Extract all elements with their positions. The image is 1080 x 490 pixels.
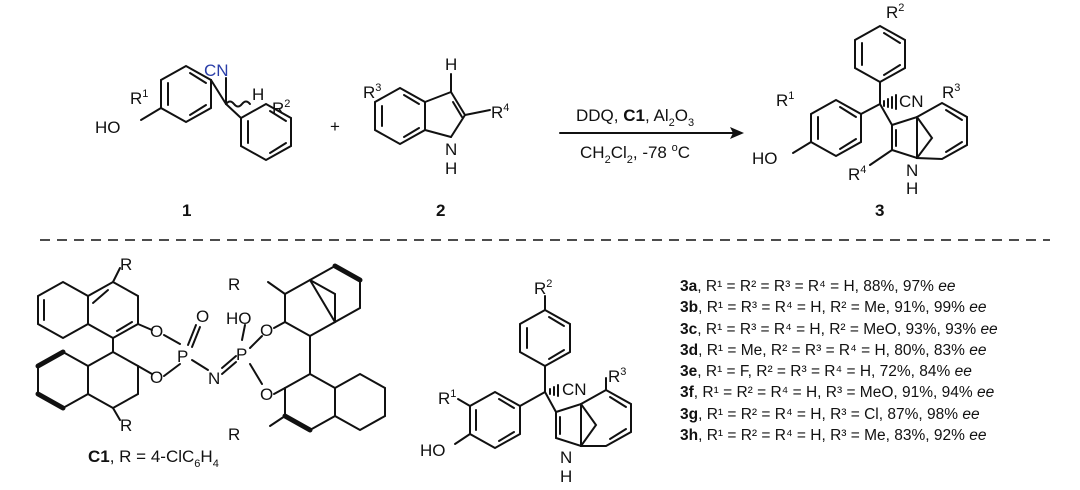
h-label: H bbox=[252, 85, 264, 104]
r4-label: R4 bbox=[491, 102, 509, 122]
cn-label: CN bbox=[899, 92, 924, 111]
product-3-structure: HO R1 R2 CN R3 R4 N H 3 bbox=[752, 2, 968, 220]
o-label: O bbox=[150, 368, 163, 387]
r2-label: R2 bbox=[886, 2, 904, 22]
result-item: 3g, R¹ = R² = R⁴ = H, R³ = Cl, 87%, 98% … bbox=[680, 405, 980, 423]
hashed-bond bbox=[549, 384, 559, 397]
cn-label: CN bbox=[562, 380, 587, 399]
product-generic-structure: R2 CN HO R1 R3 N H bbox=[420, 278, 632, 486]
result-item: 3b, R¹ = R³ = R⁴ = H, R² = Me, 91%, 99% … bbox=[680, 299, 987, 317]
ho-label: HO bbox=[95, 118, 121, 137]
r3-label: R3 bbox=[608, 366, 626, 386]
result-item: 3c, R¹ = R³ = R⁴ = H, R² = MeO, 93%, 93%… bbox=[680, 320, 998, 338]
h-label: H bbox=[445, 55, 457, 74]
p-label: P bbox=[177, 347, 188, 366]
o-label: O bbox=[260, 321, 273, 340]
r3-label: R3 bbox=[363, 82, 381, 102]
result-item: 3h, R¹ = R² = R⁴ = H, R³ = Me, 83%, 92% … bbox=[680, 427, 987, 445]
catalyst-c1-structure: R R O O P O N P HO O O R bbox=[35, 255, 386, 444]
compound-2-label: 2 bbox=[436, 201, 445, 220]
o-label: O bbox=[260, 385, 273, 404]
plus-sign: + bbox=[330, 117, 340, 136]
p-label: P bbox=[236, 345, 247, 364]
compound-3-label: 3 bbox=[875, 201, 884, 220]
o-label: O bbox=[150, 322, 163, 341]
catalyst-caption: C1, R = 4-ClC6H4 bbox=[88, 447, 219, 470]
r4-label: R4 bbox=[848, 164, 866, 184]
ho-label: HO bbox=[752, 149, 778, 168]
compound-2-structure: H R4 R3 N H 2 bbox=[363, 55, 509, 220]
reaction-arrow bbox=[559, 127, 744, 139]
r-label: R bbox=[120, 255, 132, 274]
oh-label: HO bbox=[226, 309, 252, 328]
n-label: N bbox=[208, 369, 220, 388]
result-item: 3f, R¹ = R² = R⁴ = H, R³ = MeO, 91%, 94%… bbox=[680, 384, 995, 402]
result-item: 3d, R¹ = Me, R² = R³ = R⁴ = H, 80%, 83% … bbox=[680, 341, 987, 359]
nh-h-label: H bbox=[445, 159, 457, 178]
conditions-top: DDQ, C1, Al2O3 bbox=[576, 106, 694, 129]
r1-label: R1 bbox=[776, 90, 794, 110]
ho-label: HO bbox=[420, 441, 446, 460]
r2-label: R2 bbox=[534, 278, 552, 298]
r-label: R bbox=[228, 275, 240, 294]
r-label: R bbox=[120, 416, 132, 435]
compound-1-label: 1 bbox=[182, 201, 191, 220]
result-item: 3e, R¹ = F, R² = R³ = R⁴ = H, 72%, 84% e… bbox=[680, 363, 972, 381]
conditions-bottom: CH2Cl2, -78 oC bbox=[580, 142, 690, 166]
r2-label: R2 bbox=[272, 98, 290, 118]
r-label: R bbox=[228, 425, 240, 444]
results-list: 3a, R¹ = R² = R³ = R⁴ = H, 88%, 97% ee 3… bbox=[680, 276, 1075, 446]
r3-label: R3 bbox=[942, 82, 960, 102]
nh-h-label: H bbox=[906, 179, 918, 198]
cn-label: CN bbox=[204, 61, 229, 80]
r1-label: R1 bbox=[438, 388, 456, 408]
o-label: O bbox=[196, 307, 209, 326]
nh-label: N bbox=[445, 140, 457, 159]
hashed-bond bbox=[883, 94, 897, 110]
result-item: 3a, R¹ = R² = R³ = R⁴ = H, 88%, 97% ee bbox=[680, 278, 956, 295]
nh-label: N bbox=[560, 448, 572, 467]
nh-label: N bbox=[906, 161, 918, 180]
nh-h-label: H bbox=[560, 467, 572, 486]
r1-label: R1 bbox=[130, 88, 148, 108]
compound-1-structure: HO R1 CN H R2 1 bbox=[95, 61, 292, 220]
